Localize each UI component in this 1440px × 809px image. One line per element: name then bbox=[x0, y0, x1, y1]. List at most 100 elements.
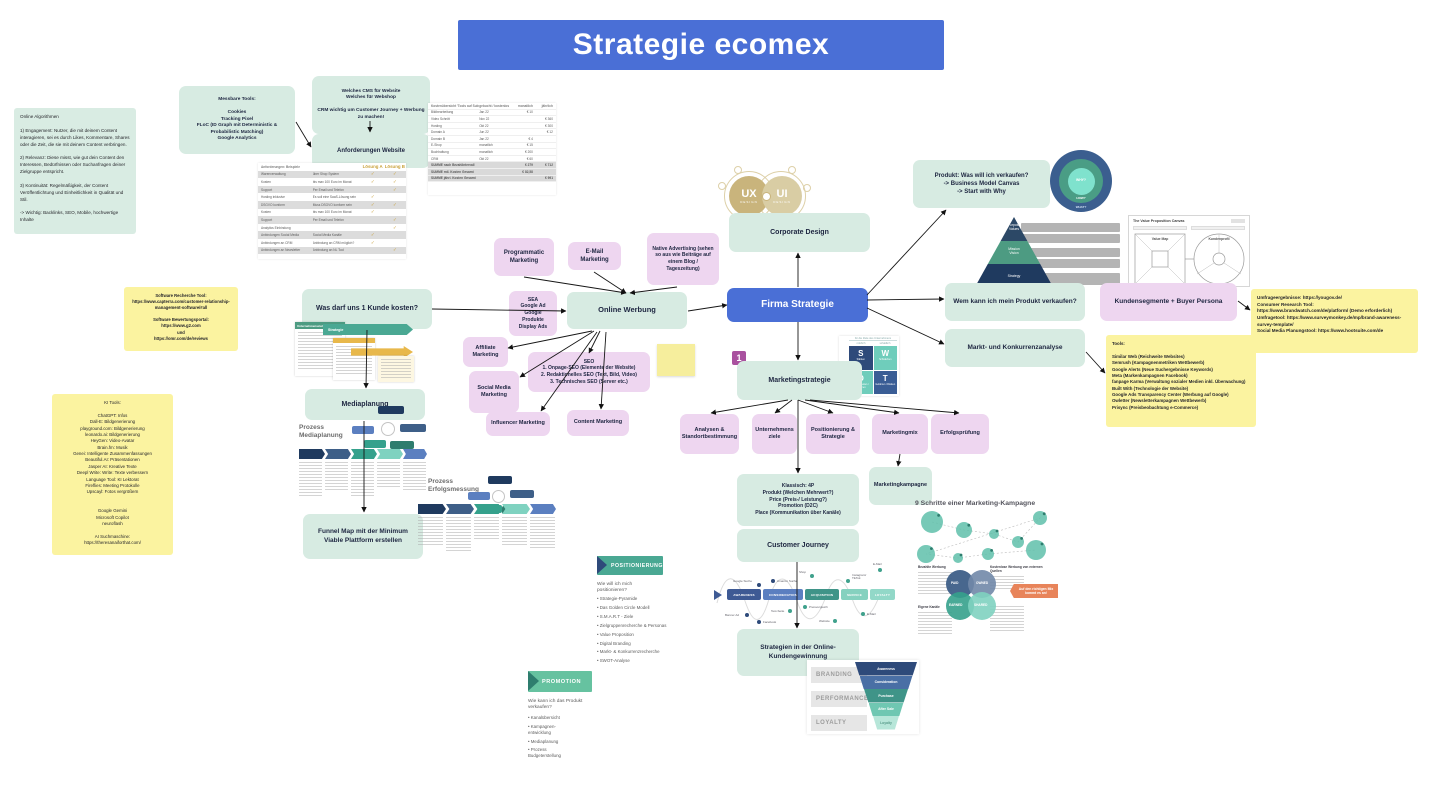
kosten-table[interactable]: Kostenübersicht 'Tools auf Subscription-… bbox=[428, 103, 556, 195]
node-marketingstrategie[interactable]: Marketingstrategie bbox=[737, 361, 862, 400]
list-item: • Kampagnen- entwicklung bbox=[528, 723, 556, 735]
node-firma-strategie[interactable]: Firma Strategie bbox=[727, 288, 868, 322]
node-anforderungen-website[interactable]: Anforderungen Website bbox=[312, 134, 430, 168]
table-row: Analytics Einbindung✓ bbox=[261, 224, 397, 230]
prozess-mediaplanung-image[interactable] bbox=[299, 403, 429, 499]
positionierung-section[interactable]: POSITIONIERUNG Wie will ich mich positio… bbox=[590, 550, 674, 676]
node-klassisch-4p[interactable]: Klassisch: 4P Produkt (Welchen Mehrwert?… bbox=[737, 474, 859, 526]
vpc-title: The Value Proposition Canvas bbox=[1133, 219, 1185, 223]
swot-top-label: für die Ziele des Unternehmens bbox=[849, 337, 897, 341]
promotion-banner: PROMOTION bbox=[528, 671, 592, 692]
snippet-card-2 bbox=[333, 338, 375, 380]
node-marketingmix[interactable]: Marketingmix bbox=[872, 414, 928, 454]
banner-arrow-icon bbox=[597, 556, 607, 574]
node-marktanalyse[interactable]: Markt- und Konkurrenzanalyse bbox=[945, 329, 1085, 367]
node-messbare-tools[interactable]: Messbare Tools: Cookies Tracking Pixel F… bbox=[179, 86, 295, 154]
golden-circle-how: HOW? bbox=[1076, 196, 1086, 200]
node-content-marketing[interactable]: Content Marketing bbox=[567, 410, 629, 436]
strategie-pyramide-image[interactable]: Purpose Values Mission Vision Strategy bbox=[975, 215, 1120, 292]
snippet-strategie-band: Strategie bbox=[323, 324, 413, 335]
node-social-media-marketing[interactable]: Social Media Marketing bbox=[469, 371, 519, 413]
node-native-advertising[interactable]: Native Advertising (sehen so aus wie Bei… bbox=[647, 233, 719, 285]
node-sea[interactable]: SEA Google Ad Google Produkte Display Ad… bbox=[509, 291, 557, 336]
positionierung-list: • Strategie-Pyramide• Das Golden Circle … bbox=[597, 596, 667, 667]
vpc-value-map-label: Value Map bbox=[1151, 237, 1169, 241]
node-welches-cms[interactable]: Welches CMS für Website Welches für Webs… bbox=[312, 76, 430, 134]
promotion-section[interactable]: PROMOTION Wie kann ich das Produkt verka… bbox=[520, 665, 604, 775]
note-ki-tools[interactable]: KI Tools: ChatGPT: Infos Dall-E: Bildgen… bbox=[52, 394, 173, 555]
node-strategien-online[interactable]: Strategien in der Online-Kundengewinnung bbox=[737, 629, 859, 676]
journey-play-icon bbox=[714, 590, 722, 600]
strategie-pyramide-snippet-image[interactable]: Unternehmensziele Strategie bbox=[295, 318, 415, 382]
node-programmatic-marketing[interactable]: Programmatic Marketing bbox=[494, 238, 554, 276]
golden-circle-what: WHAT? bbox=[1075, 205, 1087, 209]
node-analysen[interactable]: Analysen & Standortbestimmung bbox=[680, 414, 739, 454]
note-online-algorithmen[interactable]: Online Algorithmen 1) Engagement: Nutzer… bbox=[14, 108, 136, 234]
value-proposition-canvas-image[interactable]: The Value Proposition Canvas Value Map K… bbox=[1128, 215, 1250, 287]
list-item: • Markt- & Konkurrenzrecherche bbox=[597, 649, 660, 655]
journey-stage: ACQUISITION bbox=[805, 589, 839, 600]
journey-stage: CONSIDERATION bbox=[763, 589, 803, 600]
node-influencer-marketing[interactable]: Influencer Marketing bbox=[486, 412, 550, 436]
node-funnel-map[interactable]: Funnel Map mit der Minimum Viable Plattf… bbox=[303, 514, 423, 559]
vpc-kundenprofil-label: Kundenprofil bbox=[1208, 237, 1230, 241]
pyramid-purpose: Purpose Values bbox=[1007, 223, 1021, 232]
prozess-mediaplanung-label: Prozess Mediaplanung bbox=[299, 424, 343, 439]
nine-steps-title: 9 Schritte einer Marketing-Kampagne bbox=[915, 500, 1036, 507]
customer-journey-image[interactable]: AWARENESS CONSIDERATION ACQUISITION SERV… bbox=[713, 562, 895, 635]
golden-circle-image[interactable]: WHY? HOW? WHAT? bbox=[1050, 150, 1112, 212]
ui-circle: UI DESIGN bbox=[762, 176, 802, 216]
nine-steps-callout: Auf den richtigen Mix kommt es an! bbox=[1010, 584, 1058, 598]
node-kundensegmente[interactable]: Kundensegmente + Buyer Persona bbox=[1100, 283, 1237, 321]
node-mediaplanung[interactable]: Mediaplanung bbox=[305, 389, 425, 420]
node-seo[interactable]: SEO 1. Onpage-SEO (Elemente der Website)… bbox=[528, 352, 650, 392]
list-item: • Digital Branding bbox=[597, 640, 631, 646]
node-positionierung-strategie[interactable]: Positionierung & Strategie bbox=[806, 414, 860, 454]
note-umfrage-tools[interactable]: Umfrageergebnisse: https://yougov.de/ Co… bbox=[1251, 289, 1418, 353]
table-row: SUMME mtl. Kosten Gesamt€ 82,58 bbox=[428, 168, 556, 176]
list-item: • S.M.A.R.T - Ziele bbox=[597, 613, 634, 619]
marketing-funnel-image[interactable]: BRANDING PERFORMANCE LOYALTY Awareness C… bbox=[807, 660, 919, 734]
list-item: • Kanalübersicht bbox=[528, 715, 560, 720]
table-row: SUMME jährl. Kosten Gesamt€ 991 bbox=[428, 175, 556, 183]
node-online-werbung[interactable]: Online Werbung bbox=[567, 292, 687, 329]
list-item: • SWOT-Analyse bbox=[597, 658, 630, 664]
node-unternehmensziele[interactable]: Unternehmens ziele bbox=[752, 414, 797, 454]
funnel-performance-bar: PERFORMANCE bbox=[811, 691, 868, 707]
snippet-card-header: Unternehmensziele bbox=[295, 322, 345, 329]
node-customer-journey[interactable]: Customer Journey bbox=[737, 529, 859, 562]
board-title[interactable]: Strategie ecomex bbox=[458, 20, 944, 70]
pyramid-strategy: Strategy bbox=[1007, 274, 1021, 278]
note-software-recherche[interactable]: Software Recherche Tool: https://www.cap… bbox=[124, 287, 238, 351]
node-email-marketing[interactable]: E-Mail Marketing bbox=[568, 242, 621, 270]
node-produkt[interactable]: Produkt: Was will ich verkaufen? -> Busi… bbox=[913, 160, 1050, 208]
node-wem-verkaufen[interactable]: Wem kann ich mein Produkt verkaufen? bbox=[945, 283, 1085, 321]
vpc-shapes bbox=[1134, 233, 1245, 285]
node-erfolgspruefung[interactable]: Erfolgsprüfung bbox=[931, 414, 989, 454]
node-corporate-design[interactable]: Corporate Design bbox=[729, 213, 870, 252]
note-analyse-tools[interactable]: Tools: Similar Web (Reichweite Websites)… bbox=[1106, 335, 1256, 427]
node-affiliate-marketing[interactable]: Affiliate Marketing bbox=[463, 337, 508, 367]
gear-icon bbox=[761, 192, 771, 201]
table-row: SUMME nach Bezahlintervall€ 279€ 712 bbox=[428, 162, 556, 169]
prozess-erfolgsmessung-image[interactable] bbox=[418, 474, 558, 554]
list-item: • Value Proposition bbox=[597, 631, 634, 637]
node-marketingkampagne[interactable]: Marketingkampagne bbox=[869, 467, 932, 505]
list-item: • Das Golden Circle Modell bbox=[597, 604, 650, 610]
funnel-loyalty-bar: LOYALTY bbox=[811, 715, 867, 731]
empty-sticky-note[interactable] bbox=[657, 344, 695, 376]
nine-steps-image[interactable]: 9 Schritte einer Marketing-Kampagne Beza… bbox=[910, 496, 1062, 636]
table-row: Kostenübersicht 'Tools auf Subscription-… bbox=[428, 103, 556, 110]
